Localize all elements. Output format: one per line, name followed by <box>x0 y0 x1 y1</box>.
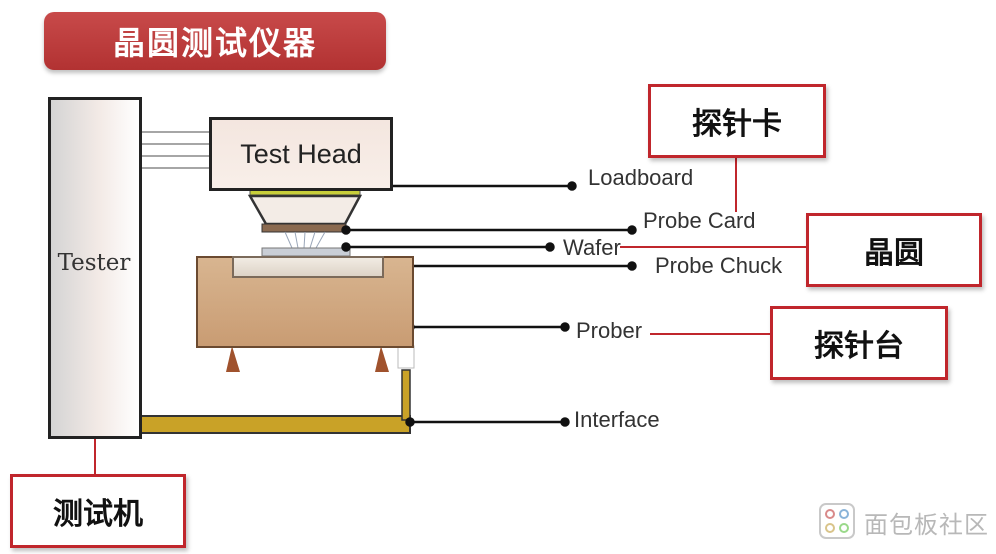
test-head-cables <box>136 131 209 169</box>
callout-wafer: 晶圆 <box>806 213 982 287</box>
callout-probe-card: 探针卡 <box>648 84 826 158</box>
label-interface: Interface <box>574 407 660 432</box>
label-loadboard: Loadboard <box>588 165 694 190</box>
callout-connectors <box>94 154 806 474</box>
watermark-logo-icon <box>819 503 855 539</box>
label-probe-card: Probe Card <box>643 208 756 233</box>
probe-needles <box>284 231 326 249</box>
label-wafer: Wafer <box>563 235 621 260</box>
probe-card-base <box>261 223 347 233</box>
label-probe-chuck: Probe Chuck <box>655 253 783 278</box>
probe-chuck-shape <box>232 256 384 278</box>
interface-bar <box>135 415 411 434</box>
interface-riser <box>401 369 411 421</box>
page-title: 晶圆测试仪器 <box>44 12 386 70</box>
label-prober: Prober <box>576 318 643 343</box>
test-head-label: Test Head <box>240 138 362 169</box>
prober-leg-right <box>375 346 389 372</box>
wafer-shape <box>261 247 351 257</box>
leader-lines <box>341 181 637 427</box>
probe-card-shape <box>247 194 363 226</box>
callout-prober: 探针台 <box>770 306 948 380</box>
prober-leg-left <box>226 346 240 372</box>
callout-tester: 测试机 <box>10 474 186 548</box>
test-head: Test Head <box>209 117 393 191</box>
tester-cabinet <box>48 97 142 439</box>
tester-label: Tester <box>57 250 131 276</box>
watermark-text: 面包板社区 <box>864 511 989 539</box>
